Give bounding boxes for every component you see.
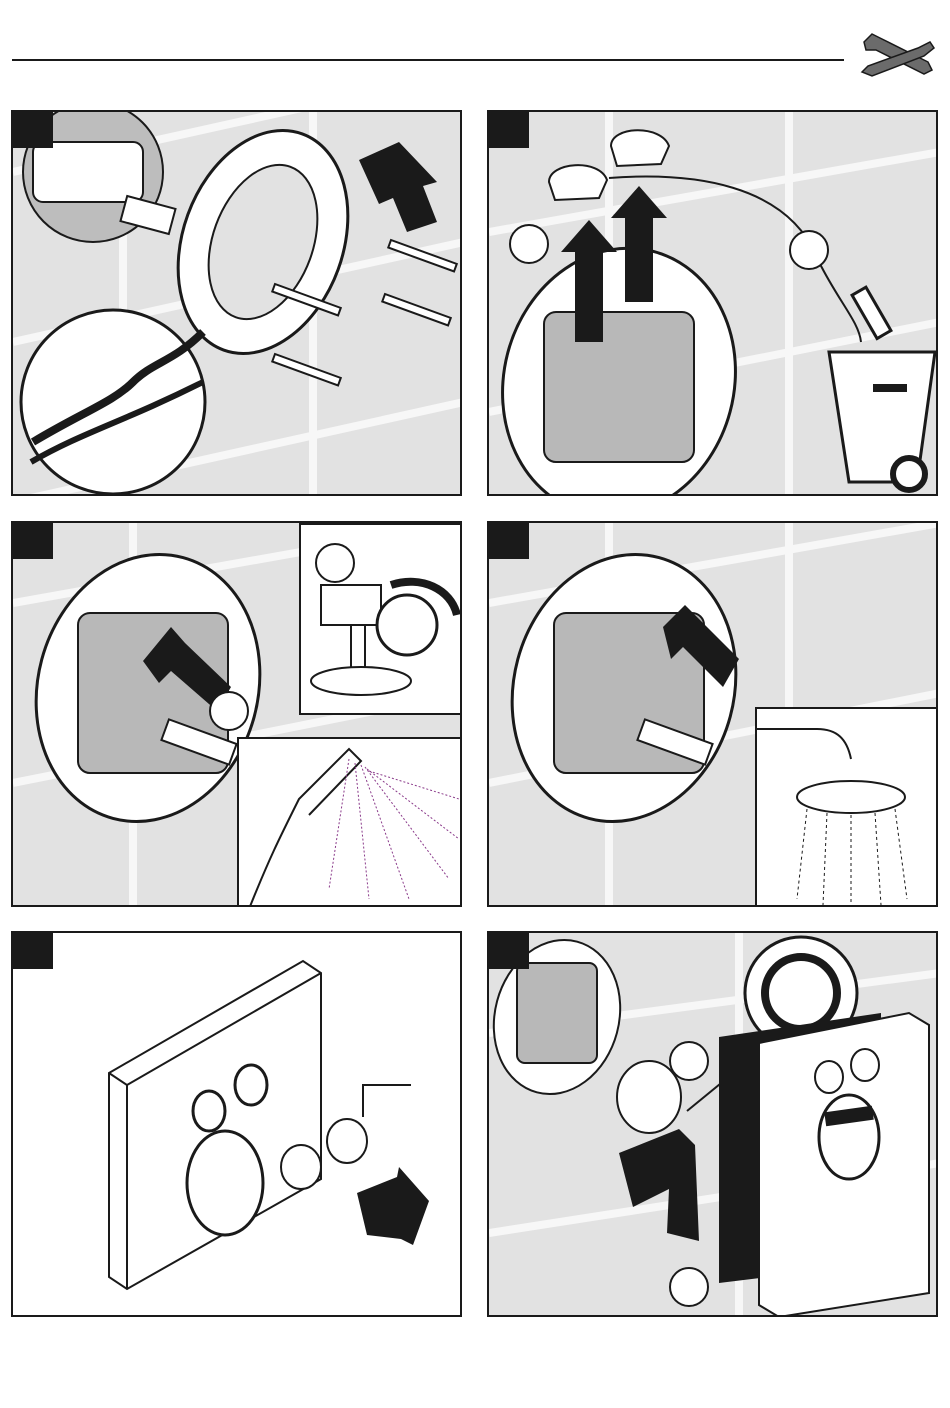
step-2-panel [487, 110, 938, 496]
step-6-callout-a [669, 1041, 709, 1081]
step-3-callout-a [209, 691, 249, 731]
step-4-panel [487, 521, 938, 907]
step-5-panel [11, 931, 462, 1317]
step-3-callout-open [315, 543, 355, 583]
step-6-number-tab [489, 933, 529, 969]
step-3-number-tab [13, 523, 53, 559]
step-4-overhead-inset [755, 707, 938, 907]
step-2-callout-a [509, 224, 549, 264]
step-2-illustration [489, 112, 938, 496]
step-1-illustration [13, 112, 462, 496]
step-6-illustration [489, 933, 938, 1317]
step-3-panel [11, 521, 462, 907]
step-2-callout-b [789, 230, 829, 270]
header-rule [12, 59, 844, 61]
step-2-number-tab [489, 112, 529, 148]
step-5-number-tab [13, 933, 53, 969]
handshower-spray-illustration [239, 739, 462, 907]
tools-icon [858, 28, 938, 84]
step-1-number-tab [13, 112, 53, 148]
overhead-shower-illustration [757, 709, 938, 907]
step-5-illustration [13, 933, 462, 1317]
step-3-valve-inset [299, 523, 462, 715]
step-4-number-tab [489, 523, 529, 559]
step-3-handshower-inset [237, 737, 462, 907]
step-6-callout-b [669, 1267, 709, 1307]
step-6-panel [487, 931, 938, 1317]
step-1-panel [11, 110, 462, 496]
